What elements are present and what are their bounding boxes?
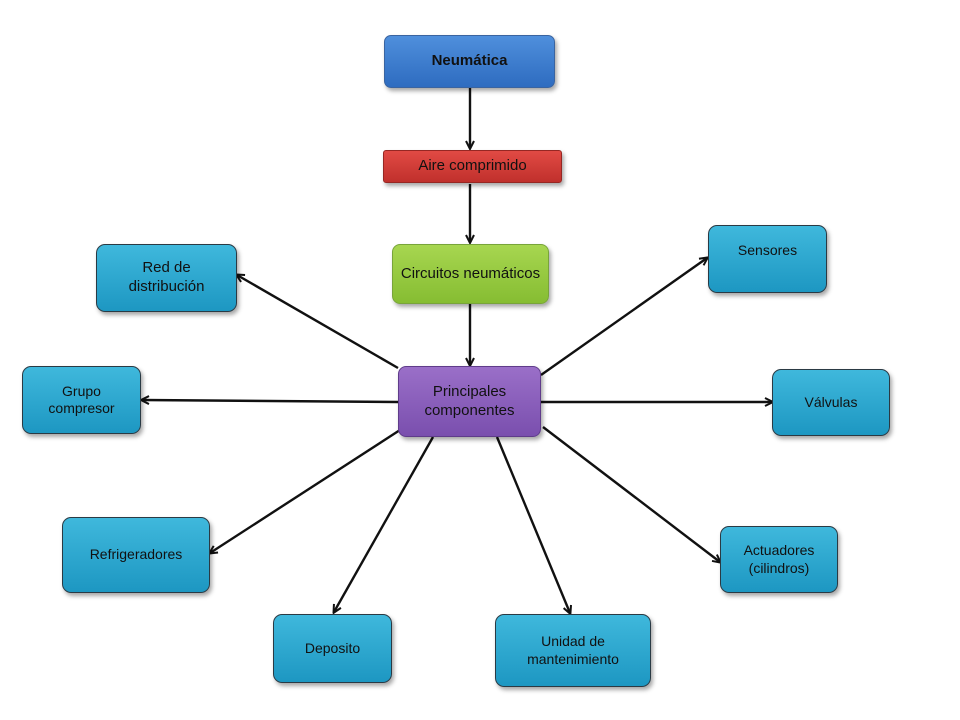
arrow-to-red-de-distribucion: [237, 275, 399, 370]
arrow-to-refrigeradores: [210, 428, 401, 553]
node-aire-comprimido: Aire comprimido: [383, 150, 562, 183]
node-principales-componentes: Principales componentes: [398, 366, 541, 437]
node-refrigeradores: Refrigeradores: [62, 517, 210, 593]
arrow-to-sensores: [540, 258, 707, 376]
arrow-to-actuadores: [542, 426, 720, 562]
node-actuadores: Actuadores (cilindros): [720, 526, 838, 593]
arrow-to-grupo-compresor: [142, 400, 399, 402]
arrow-to-unidad-de-mantenimiento: [495, 436, 570, 613]
node-sensores: Sensores: [708, 225, 827, 293]
node-circuitos-neumaticos: Circuitos neumáticos: [392, 244, 549, 304]
node-red-de-distribucion: Red de distribución: [96, 244, 237, 312]
arrow-to-deposito: [334, 436, 435, 612]
node-deposito: Deposito: [273, 614, 392, 683]
node-unidad-de-mantenimiento: Unidad de mantenimiento: [495, 614, 651, 687]
node-valvulas: Válvulas: [772, 369, 890, 436]
node-neumatica: Neumática: [384, 35, 555, 88]
node-grupo-compresor: Grupo compresor: [22, 366, 141, 434]
